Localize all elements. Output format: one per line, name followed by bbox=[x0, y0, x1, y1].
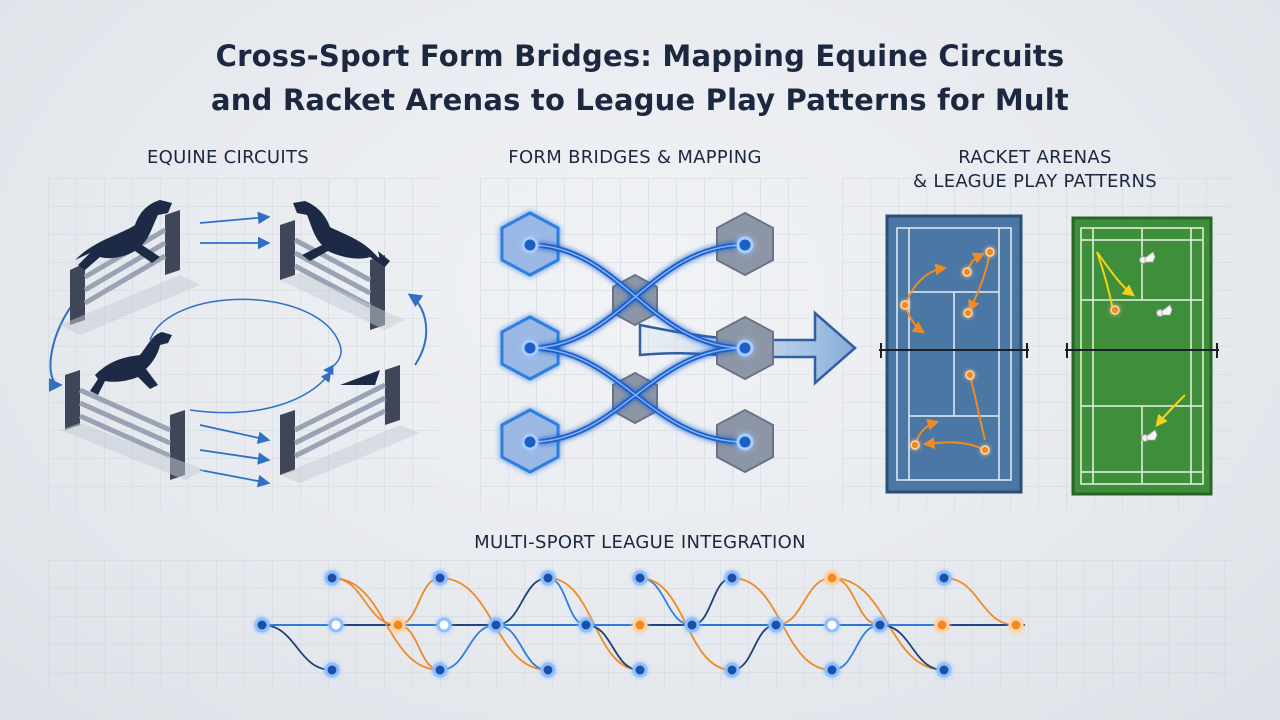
network-node-icon bbox=[824, 617, 840, 633]
network-edge bbox=[331, 577, 399, 626]
equine-section-label: EQUINE CIRCUITS bbox=[146, 147, 310, 168]
play-point bbox=[1110, 305, 1120, 315]
network-edge bbox=[439, 624, 497, 671]
jump-fence-icon bbox=[280, 365, 420, 483]
bridges-section-label: FORM BRIDGES & MAPPING bbox=[508, 147, 762, 168]
play-point bbox=[962, 267, 972, 277]
racket-section-label: RACKET ARENAS & LEAGUE PLAY PATTERNS bbox=[880, 146, 1190, 194]
network-node-icon bbox=[936, 662, 952, 678]
network-node-icon bbox=[436, 617, 452, 633]
bridge-node bbox=[736, 236, 754, 254]
equine-grid-panel bbox=[48, 178, 438, 510]
network-edge bbox=[397, 624, 441, 671]
play-point bbox=[985, 247, 995, 257]
network-node-icon bbox=[724, 570, 740, 586]
network-node-icon bbox=[324, 570, 340, 586]
network-node-icon bbox=[432, 662, 448, 678]
network-edge bbox=[639, 577, 693, 626]
network-edge bbox=[731, 624, 777, 671]
shuttlecock-icon bbox=[1141, 429, 1158, 442]
play-point bbox=[965, 370, 975, 380]
network-node-icon bbox=[578, 617, 594, 633]
network-node-icon bbox=[254, 617, 270, 633]
title-line-2: and Racket Arenas to League Play Pattern… bbox=[211, 83, 1069, 117]
network-edge bbox=[547, 577, 641, 671]
network-node-icon bbox=[824, 662, 840, 678]
tennis-court bbox=[879, 214, 1029, 494]
network-node-icon bbox=[632, 662, 648, 678]
bridge-node bbox=[521, 236, 539, 254]
network-edge bbox=[691, 577, 733, 626]
network-node-icon bbox=[934, 617, 950, 633]
jump-fence-icon bbox=[60, 370, 205, 480]
bridge-curve bbox=[529, 242, 746, 351]
network-edge bbox=[775, 577, 833, 626]
circuit-inner-loop bbox=[149, 298, 342, 376]
network-edge bbox=[495, 577, 549, 626]
network-edge bbox=[831, 577, 945, 671]
network-node-icon bbox=[488, 617, 504, 633]
network-edge bbox=[397, 577, 441, 626]
circuit-right-arc bbox=[407, 293, 428, 366]
shuttlecock-icon bbox=[1156, 304, 1173, 317]
network-node-icon bbox=[632, 617, 648, 633]
bridge-node bbox=[521, 339, 539, 357]
network-node-icon bbox=[768, 617, 784, 633]
league-network-diagram bbox=[254, 570, 1025, 678]
page-title: Cross-Sport Form Bridges: Mapping Equine… bbox=[0, 34, 1280, 122]
network-node-icon bbox=[872, 617, 888, 633]
circuit-bottom-arrow-3 bbox=[199, 469, 271, 488]
bridge-curve bbox=[529, 345, 746, 445]
equine-circuit-diagram bbox=[48, 200, 428, 488]
title-line-1: Cross-Sport Form Bridges: Mapping Equine… bbox=[215, 39, 1065, 73]
network-node-icon bbox=[540, 570, 556, 586]
network-edge bbox=[585, 624, 641, 671]
jump-fence-icon bbox=[280, 220, 405, 330]
racket-arenas-diagram bbox=[879, 214, 1219, 496]
badminton-court bbox=[1065, 216, 1219, 496]
circuit-bottom-arrow-1 bbox=[199, 424, 271, 444]
network-node-icon bbox=[1008, 617, 1024, 633]
circuit-bottom-arrow-2 bbox=[199, 449, 271, 465]
circuit-top-arrow-1 bbox=[199, 211, 271, 225]
play-point bbox=[980, 445, 990, 455]
jump-fence-icon bbox=[60, 210, 200, 335]
network-node-icon bbox=[432, 570, 448, 586]
network-edge bbox=[943, 577, 1017, 626]
network-node-icon bbox=[632, 570, 648, 586]
bridge-node bbox=[736, 433, 754, 451]
play-point bbox=[963, 308, 973, 318]
form-bridge-diagram bbox=[500, 211, 857, 474]
play-point bbox=[900, 300, 910, 310]
network-edge bbox=[879, 624, 945, 671]
racket-label-line-1: RACKET ARENAS bbox=[958, 147, 1112, 168]
network-edge bbox=[831, 624, 881, 671]
shuttlecock-icon bbox=[1139, 251, 1156, 264]
league-section-label: MULTI-SPORT LEAGUE INTEGRATION bbox=[474, 532, 806, 553]
network-node-icon bbox=[390, 617, 406, 633]
network-node-icon bbox=[540, 662, 556, 678]
bridge-node bbox=[521, 433, 539, 451]
network-node-icon bbox=[324, 662, 340, 678]
network-edge bbox=[331, 577, 441, 671]
horse-jumper-icon bbox=[293, 201, 390, 267]
horse-jumper-icon bbox=[75, 200, 172, 270]
network-node-icon bbox=[936, 570, 952, 586]
network-node-icon bbox=[724, 662, 740, 678]
racket-label-line-2: & LEAGUE PLAY PATTERNS bbox=[913, 171, 1157, 192]
play-point bbox=[910, 440, 920, 450]
network-edge bbox=[261, 624, 333, 671]
network-node-icon bbox=[328, 617, 344, 633]
bridge-node bbox=[736, 339, 754, 357]
horse-jumper-icon bbox=[90, 332, 172, 395]
network-node-icon bbox=[824, 570, 840, 586]
network-edge bbox=[495, 624, 549, 671]
circuit-center-arrow bbox=[189, 371, 332, 414]
network-node-icon bbox=[684, 617, 700, 633]
